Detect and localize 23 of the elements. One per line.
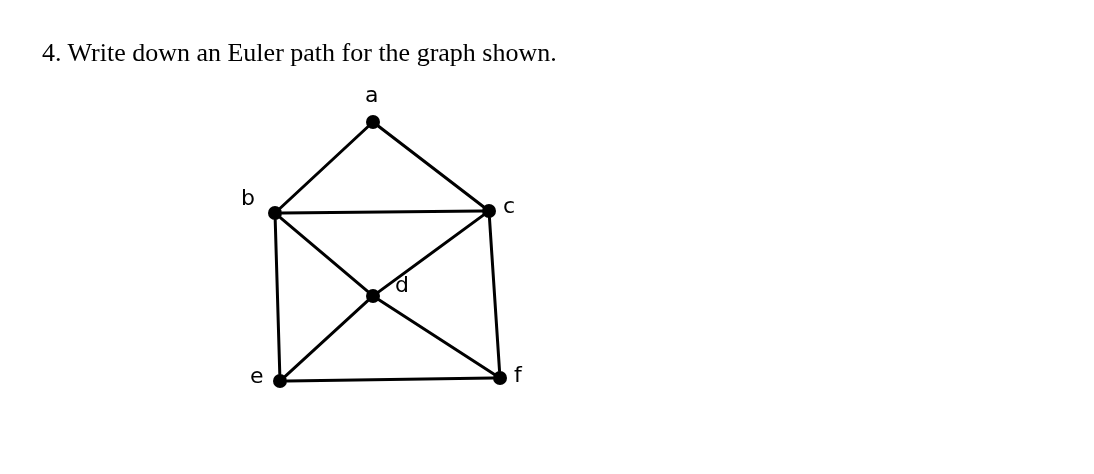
vertex-label: b [241, 187, 255, 209]
vertex-label: d [395, 274, 409, 296]
graph-edge [278, 216, 370, 293]
graph-edge [283, 299, 370, 378]
vertex-label: f [514, 364, 522, 386]
vertex-label: e [250, 365, 264, 387]
question-text: 4. Write down an Euler path for the graph shown. [42, 38, 557, 68]
vertex-dot [268, 206, 282, 220]
vertex-dot [366, 115, 380, 129]
graph-edge [278, 125, 370, 210]
graph-edge [280, 209, 484, 215]
vertex-dot [273, 374, 287, 388]
vertex-label: a [365, 84, 379, 106]
vertex-dot [366, 289, 380, 303]
graph-edge [487, 216, 502, 373]
vertex-dot [493, 371, 507, 385]
vertex-label: c [503, 195, 516, 217]
graph-edge [377, 213, 485, 294]
graph-edge [377, 124, 485, 209]
graph-edge [377, 298, 496, 376]
vertex-dot [482, 204, 496, 218]
graph-edge [273, 218, 282, 376]
graph-edge [285, 376, 495, 383]
